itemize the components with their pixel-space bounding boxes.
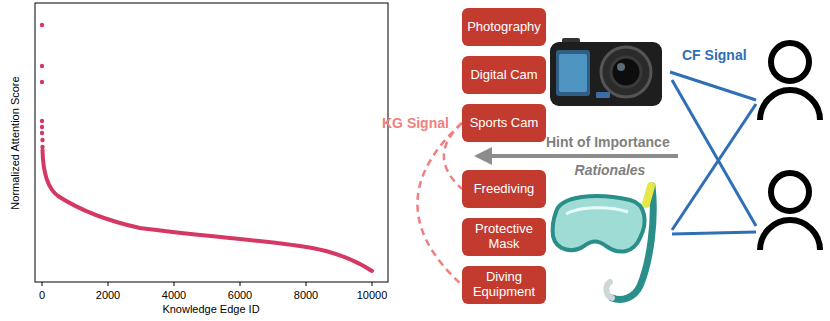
category-box: Diving Equipment — [462, 266, 546, 304]
tick-label: 8000 — [294, 289, 318, 301]
mask-picture — [553, 186, 654, 300]
box-text: Photography — [467, 20, 541, 35]
category-box: Photography — [462, 8, 546, 46]
plot-frame — [35, 3, 388, 282]
category-box: Digital Cam — [462, 56, 546, 94]
tick-label: 4000 — [162, 289, 186, 301]
axis-title: Normalized Attention Score — [9, 76, 21, 209]
scatter-points — [40, 23, 45, 149]
arrow-label: Rationales — [575, 162, 646, 178]
tick-label: 0 — [39, 289, 45, 301]
tick-label: 10000 — [357, 289, 388, 301]
signal-label: CF Signal — [682, 47, 747, 63]
x-ticks — [42, 282, 372, 286]
box-text: Freediving — [474, 182, 535, 197]
score-curve — [43, 150, 373, 271]
box-text: Diving Equipment — [466, 270, 542, 300]
tick-label: 6000 — [228, 289, 252, 301]
signal-label: KG Signal — [382, 115, 449, 131]
kg-link — [417, 123, 462, 285]
category-box: Protective Mask — [462, 218, 546, 256]
category-box: Freediving — [462, 170, 546, 208]
user-icon — [760, 173, 820, 250]
box-text: Protective Mask — [466, 222, 542, 252]
axis-title: Knowledge Edge ID — [162, 303, 259, 315]
tick-label: 2000 — [96, 289, 120, 301]
arrow-label: Hint of Importance — [546, 134, 670, 150]
cf-signal-lines — [670, 72, 756, 234]
box-text: Digital Cam — [470, 68, 537, 83]
category-box: Sports Cam — [462, 104, 546, 142]
user-icon — [760, 43, 820, 120]
box-text: Sports Cam — [470, 116, 539, 131]
camera-picture — [550, 38, 662, 106]
